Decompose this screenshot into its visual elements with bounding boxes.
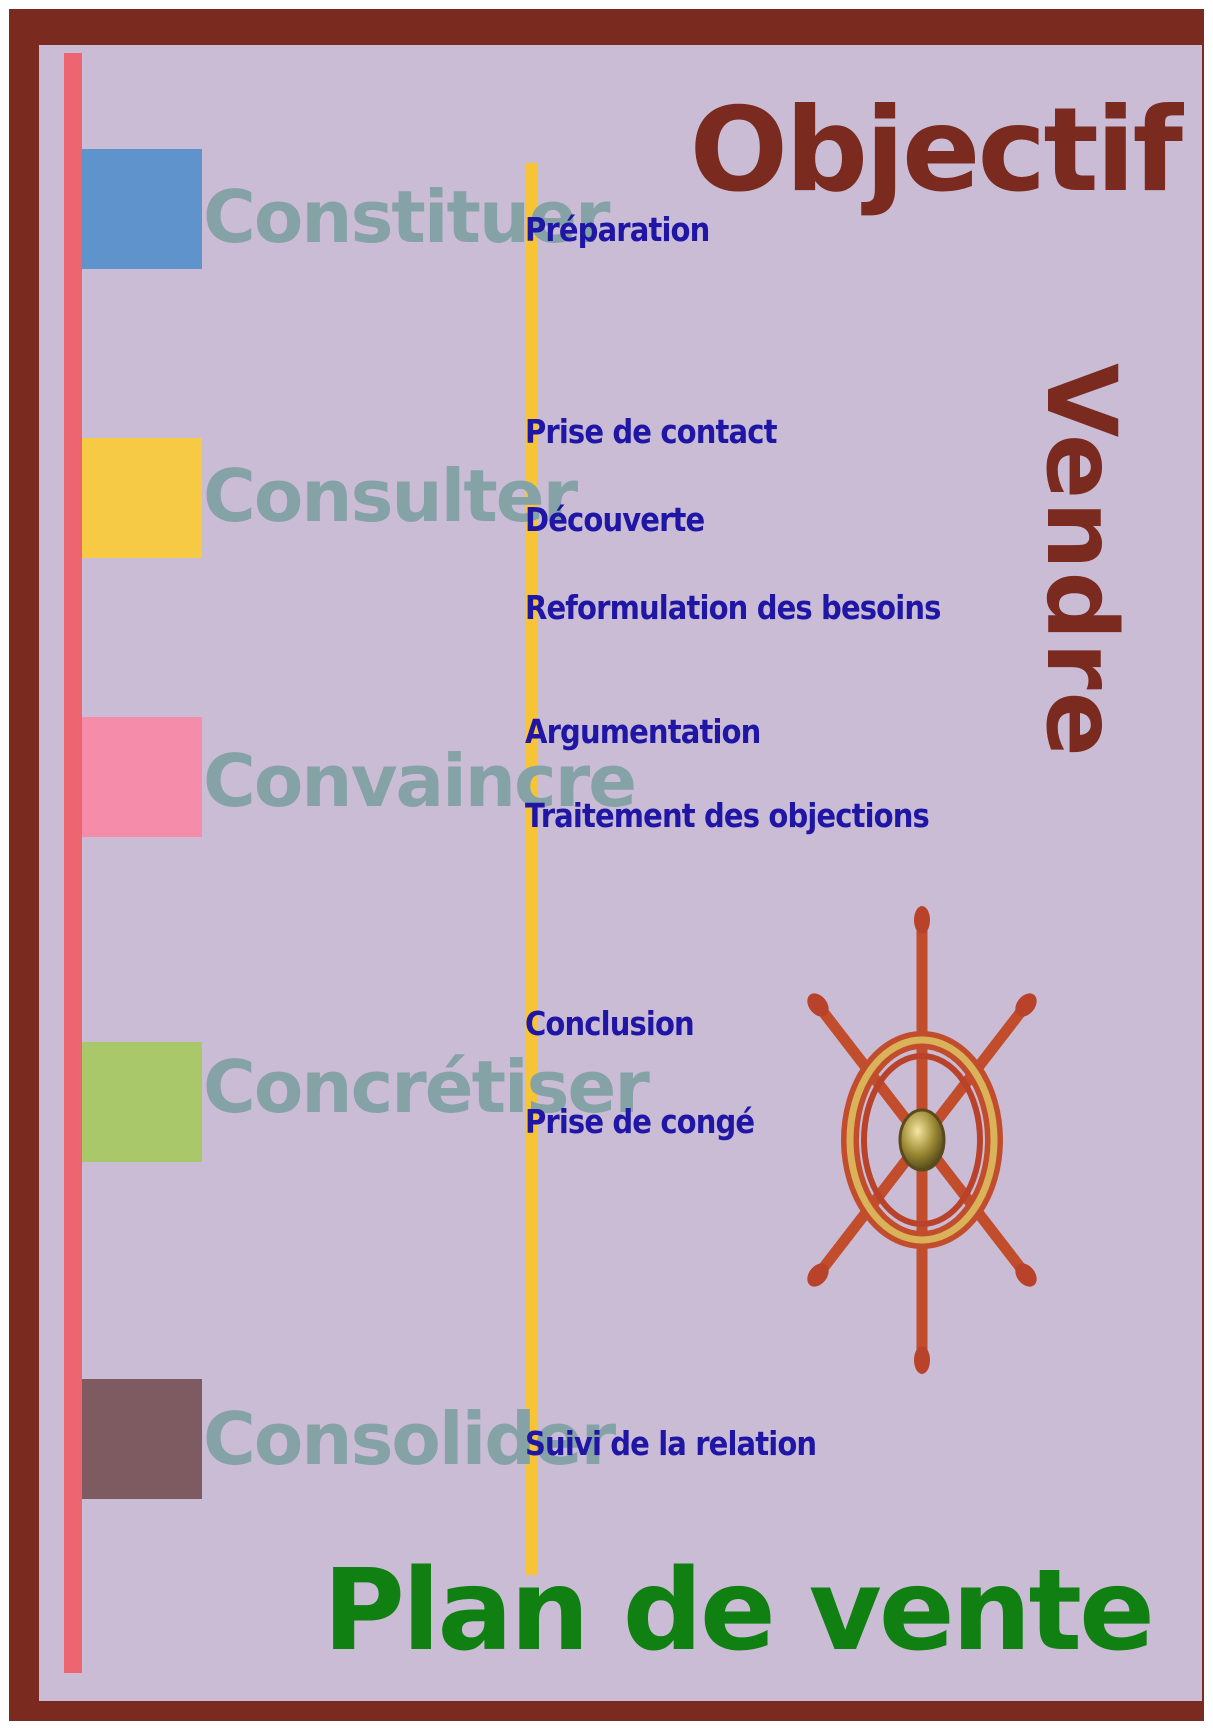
stage-concretiser: Concrétiser [203, 1045, 650, 1129]
step-conclusion: Conclusion [525, 1004, 695, 1043]
stage-convaincre: Convaincre [203, 739, 637, 823]
step-preparation: Préparation [525, 210, 710, 249]
swatch-concretiser [82, 1042, 202, 1162]
timeline-red-bar [64, 53, 82, 1673]
stage-consulter: Consulter [203, 454, 578, 538]
objectif-title: Objectif [689, 83, 1183, 218]
step-argumentation: Argumentation [525, 712, 761, 751]
timeline-yellow-bar [526, 163, 537, 1575]
step-prise-de-contact: Prise de contact [525, 412, 777, 451]
plan-de-vente-title: Plan de vente [322, 1546, 1155, 1676]
swatch-convaincre [82, 717, 202, 837]
step-reformulation: Reformulation des besoins [525, 588, 941, 627]
swatch-constituer [82, 149, 202, 269]
poster-canvas: Constituer Consulter Convaincre Concréti… [39, 45, 1202, 1701]
step-decouverte: Découverte [525, 500, 705, 539]
poster-frame: Constituer Consulter Convaincre Concréti… [9, 9, 1204, 1721]
vendre-vertical-title: Vendre [1025, 363, 1137, 759]
stage-consolider: Consolider [203, 1397, 616, 1481]
stage-constituer: Constituer [203, 175, 611, 259]
ship-wheel-icon [807, 906, 1037, 1374]
step-traitement-objections: Traitement des objections [525, 796, 930, 835]
swatch-consulter [82, 438, 202, 558]
step-prise-de-conge: Prise de congé [525, 1102, 755, 1141]
step-suivi-relation: Suivi de la relation [525, 1424, 817, 1463]
swatch-consolider [82, 1379, 202, 1499]
